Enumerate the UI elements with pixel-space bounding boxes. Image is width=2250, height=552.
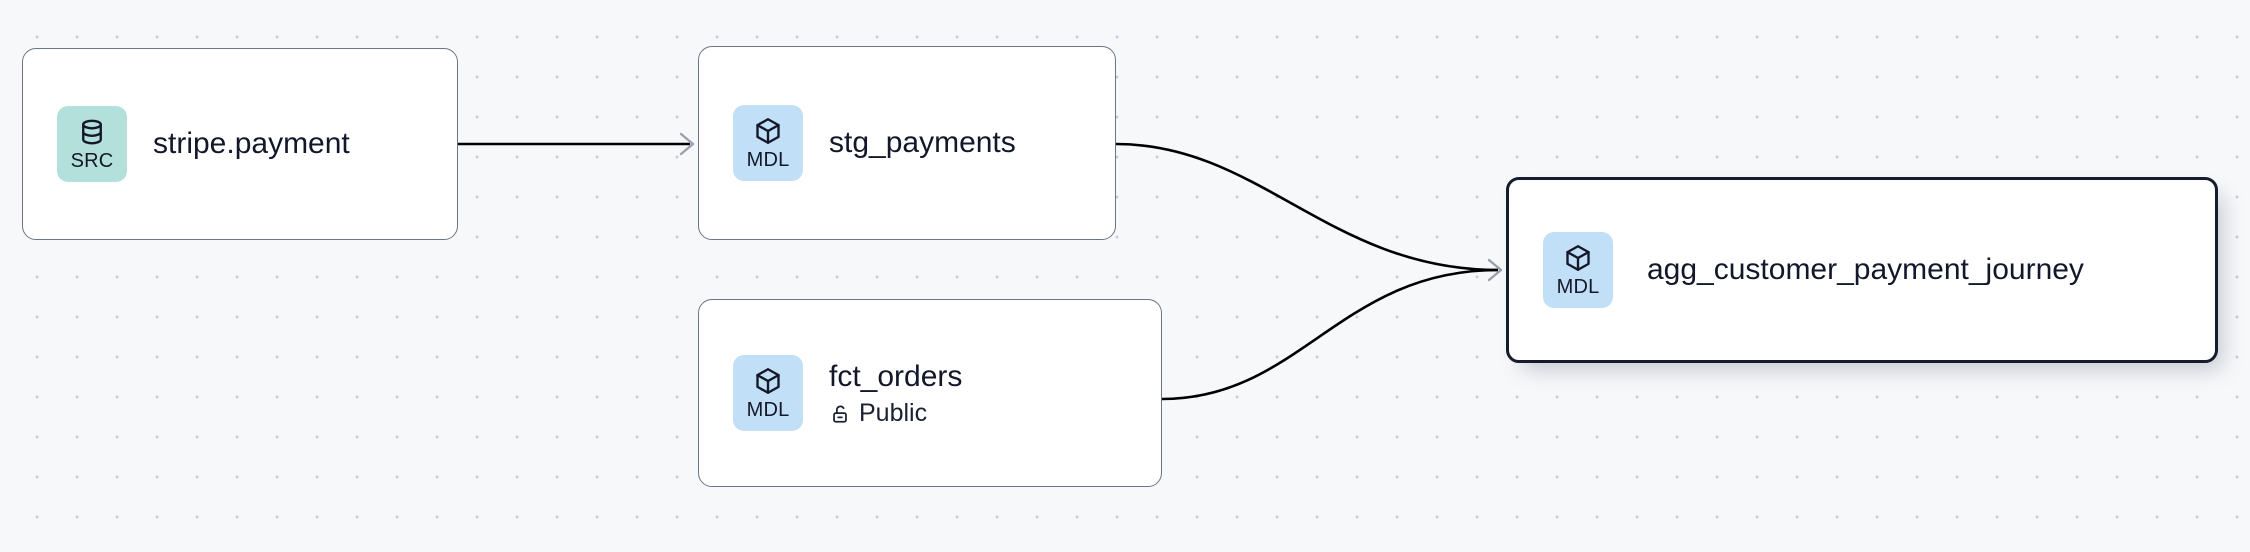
node-stripe-payment[interactable]: SRC stripe.payment	[22, 48, 458, 240]
node-agg-customer-payment-journey[interactable]: MDL agg_customer_payment_journey	[1506, 177, 2218, 363]
node-fct-orders[interactable]: MDL fct_orders Public	[698, 299, 1162, 487]
node-badge-mdl: MDL	[1543, 232, 1613, 308]
database-icon	[82, 119, 102, 145]
cube-icon	[756, 118, 780, 144]
node-badge-label: MDL	[746, 149, 790, 171]
node-badge-label: SRC	[70, 150, 114, 172]
node-badge-mdl: MDL	[733, 355, 803, 431]
node-text-block: stripe.payment	[153, 126, 350, 161]
edge-fct-orders-to-agg	[1161, 268, 1499, 401]
arrowhead-icon	[1487, 258, 1503, 282]
node-title: stripe.payment	[153, 127, 350, 161]
node-title: agg_customer_payment_journey	[1647, 253, 2084, 287]
node-visibility-label: Public	[859, 398, 928, 427]
node-text-block: agg_customer_payment_journey	[1647, 252, 2084, 287]
node-badge-label: MDL	[746, 399, 790, 421]
node-title: fct_orders	[829, 359, 963, 393]
arrowhead-icon	[679, 132, 695, 156]
unlock-icon	[833, 405, 847, 423]
node-text-block: stg_payments	[829, 125, 1016, 160]
node-title: stg_payments	[829, 126, 1016, 160]
node-badge-mdl: MDL	[733, 105, 803, 181]
node-text-block: fct_orders Public	[829, 359, 962, 428]
node-visibility: Public	[829, 398, 962, 428]
cube-icon	[1566, 245, 1590, 271]
edge-stg-payments-to-agg	[1115, 142, 1499, 272]
node-badge-label: MDL	[1556, 276, 1600, 298]
cube-icon	[756, 368, 780, 394]
node-stg-payments[interactable]: MDL stg_payments	[698, 46, 1116, 240]
node-badge-src: SRC	[57, 106, 127, 182]
